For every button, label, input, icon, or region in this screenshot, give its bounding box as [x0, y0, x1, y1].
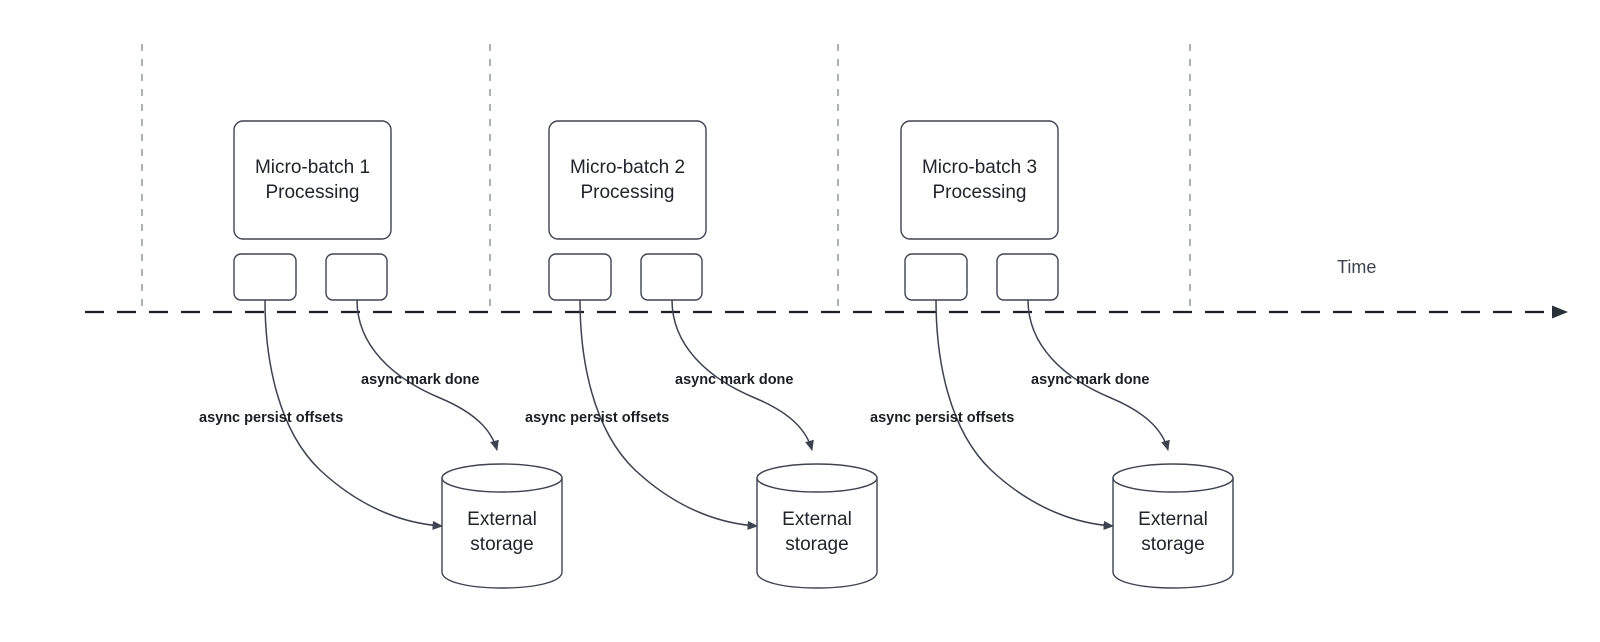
micro-batch-3-task-left-box[interactable] — [904, 253, 968, 301]
micro-batch-2-task-right-box[interactable] — [640, 253, 703, 301]
micro-batch-1-task-right-box[interactable] — [325, 253, 388, 301]
async-mark-done-label-3: async mark done — [1031, 372, 1150, 388]
async-mark-done-edge-3 — [1027, 299, 1170, 452]
group-1-shapes — [233, 120, 563, 589]
async-persist-offsets-edge-1 — [264, 299, 444, 530]
micro-batch-1-box[interactable] — [233, 120, 392, 240]
async-mark-done-edge-1 — [356, 299, 499, 452]
group-2-shapes — [548, 120, 878, 589]
async-persist-offsets-label-1: async persist offsets — [199, 410, 344, 426]
external-storage-cylinder-3[interactable] — [1112, 463, 1234, 589]
time-axis-arrowhead — [1552, 305, 1568, 319]
micro-batch-3-task-right-box[interactable] — [996, 253, 1059, 301]
micro-batch-3-box[interactable] — [900, 120, 1059, 240]
group-3-shapes — [900, 120, 1234, 589]
time-axis — [85, 305, 1568, 319]
async-persist-offsets-label-2: async persist offsets — [525, 410, 670, 426]
micro-batch-2-task-left-box[interactable] — [548, 253, 612, 301]
async-mark-done-edge-2 — [671, 299, 814, 452]
micro-batch-2-box[interactable] — [548, 120, 707, 240]
async-persist-offsets-edge-3 — [935, 299, 1115, 530]
micro-batch-1-task-left-box[interactable] — [233, 253, 297, 301]
async-persist-offsets-label-3: async persist offsets — [870, 410, 1015, 426]
async-persist-offsets-edge-2 — [579, 299, 759, 530]
async-mark-done-label-1: async mark done — [361, 372, 480, 388]
external-storage-cylinder-1[interactable] — [441, 463, 563, 589]
async-mark-done-label-2: async mark done — [675, 372, 794, 388]
time-axis-label: Time — [1337, 257, 1377, 277]
external-storage-cylinder-2[interactable] — [756, 463, 878, 589]
